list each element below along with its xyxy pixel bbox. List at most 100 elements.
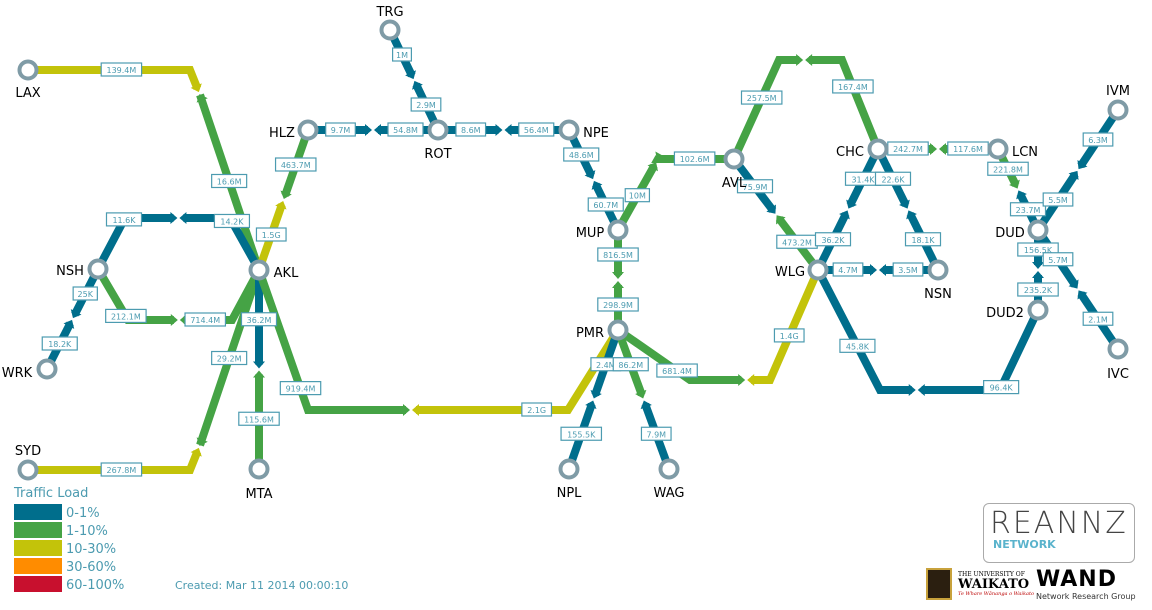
node-hlz[interactable]: HLZ xyxy=(269,119,319,142)
link-load-value: 11.6K xyxy=(112,216,136,225)
traffic-load-legend: Traffic Load 0-1% 1-10% 10-30% 30-60% 60… xyxy=(14,486,124,594)
link-label-box xyxy=(213,213,251,229)
node-ring-icon[interactable] xyxy=(1107,99,1129,121)
link-half-a[interactable] xyxy=(730,56,800,161)
node-label: LCN xyxy=(1012,145,1038,160)
node-ring-icon[interactable] xyxy=(1027,299,1049,321)
link-load-value: 463.7M xyxy=(281,161,311,170)
link-label-box xyxy=(839,338,876,353)
link-lcn-dud[interactable] xyxy=(994,147,1042,232)
link-load-label: 8.6M xyxy=(455,122,487,137)
link-half-a[interactable] xyxy=(814,268,912,394)
node-ring-icon[interactable] xyxy=(607,219,629,241)
node-ivm[interactable]: IVM xyxy=(1106,84,1130,121)
link-syd-akl[interactable] xyxy=(28,268,263,474)
link-half-b[interactable] xyxy=(809,56,882,151)
node-ring-icon[interactable] xyxy=(1107,338,1129,360)
link-half-a[interactable] xyxy=(615,326,742,384)
link-load-value: 221.8M xyxy=(993,165,1023,174)
link-label-box xyxy=(1082,311,1114,326)
node-ring-icon[interactable] xyxy=(17,459,39,481)
link-load-label: 54.8M xyxy=(387,122,424,137)
node-npl[interactable]: NPL xyxy=(557,458,583,502)
node-ring-icon[interactable] xyxy=(558,119,580,141)
link-load-value: 56.4M xyxy=(524,126,549,135)
node-ring-icon[interactable] xyxy=(17,59,39,81)
link-load-label: 919.4M xyxy=(279,381,322,396)
link-mup-pmr[interactable] xyxy=(612,230,624,330)
link-load-value: 36.2M xyxy=(247,316,272,325)
node-ring-icon[interactable] xyxy=(379,19,401,41)
link-load-value: 29.2M xyxy=(217,355,242,364)
node-ring-icon[interactable] xyxy=(427,119,449,141)
link-npe-mup[interactable] xyxy=(565,128,622,232)
legend-item: 1-10% xyxy=(14,522,124,540)
node-ivc[interactable]: IVC xyxy=(1107,338,1129,383)
link-half-a[interactable] xyxy=(28,450,202,474)
created-timestamp: Created: Mar 11 2014 00:00:10 xyxy=(175,579,349,592)
legend-label: 60-100% xyxy=(66,577,125,593)
node-syd[interactable]: SYD xyxy=(15,444,41,481)
node-chc[interactable]: CHC xyxy=(836,138,889,161)
node-mta[interactable]: MTA xyxy=(245,458,273,503)
link-load-label: 221.8M xyxy=(987,161,1029,176)
link-trg-rot[interactable] xyxy=(386,28,442,132)
link-dud-ivm[interactable] xyxy=(1034,107,1122,233)
node-ring-icon[interactable] xyxy=(297,119,319,141)
node-akl[interactable]: AKL xyxy=(248,259,300,282)
link-lax-akl[interactable] xyxy=(28,66,263,272)
link-chc-wlg[interactable] xyxy=(814,147,882,272)
node-mup[interactable]: MUP xyxy=(576,219,629,242)
link-pmr-wlg[interactable] xyxy=(615,268,822,386)
link-half-b[interactable] xyxy=(416,327,622,414)
link-avl-wlg[interactable] xyxy=(730,156,822,273)
link-akl-mta[interactable] xyxy=(253,270,265,469)
link-arrow-icon xyxy=(170,212,178,224)
node-avl[interactable]: AVL xyxy=(722,148,747,192)
node-wrk[interactable]: WRK xyxy=(2,358,58,382)
node-dud[interactable]: DUD xyxy=(995,219,1049,242)
node-ring-icon[interactable] xyxy=(607,319,629,341)
link-load-label: 212.1M xyxy=(105,308,147,324)
node-ring-icon[interactable] xyxy=(987,138,1009,160)
node-ring-icon[interactable] xyxy=(723,148,745,170)
node-ring-icon[interactable] xyxy=(558,458,580,480)
node-ring-icon[interactable] xyxy=(1027,219,1049,241)
link-load-value: 102.6M xyxy=(680,155,710,164)
node-ring-icon[interactable] xyxy=(248,458,270,480)
link-half-b[interactable] xyxy=(751,268,822,384)
node-wlg[interactable]: WLG xyxy=(775,259,829,281)
node-wag[interactable]: WAG xyxy=(654,458,685,502)
node-ring-icon[interactable] xyxy=(658,458,680,480)
link-chc-nsn[interactable] xyxy=(874,147,942,272)
node-lax[interactable]: LAX xyxy=(15,59,41,102)
node-ring-icon[interactable] xyxy=(36,358,58,380)
node-pmr[interactable]: PMR xyxy=(576,319,629,342)
link-label-box xyxy=(255,227,287,242)
link-half-b[interactable] xyxy=(921,308,1042,394)
node-trg[interactable]: TRG xyxy=(375,5,404,41)
link-nsh-wrk[interactable] xyxy=(43,267,102,371)
link-load-label: 60.7M xyxy=(587,197,624,212)
node-npe[interactable]: NPE xyxy=(558,119,609,142)
link-load-value: 22.6K xyxy=(881,175,905,184)
link-half-a[interactable] xyxy=(28,66,202,90)
node-nsh[interactable]: NSH xyxy=(56,258,109,280)
link-load-value: 4.7M xyxy=(838,266,858,275)
node-ring-icon[interactable] xyxy=(807,259,829,281)
node-nsn[interactable]: NSN xyxy=(924,259,952,303)
node-dud2[interactable]: DUD2 xyxy=(986,299,1049,322)
node-lcn[interactable]: LCN xyxy=(987,138,1039,161)
link-load-value: 155.5K xyxy=(567,430,596,439)
link-avl-chc[interactable] xyxy=(730,54,882,161)
link-arrow-icon xyxy=(906,210,917,220)
reannz-logo: REANNZ NETWORK xyxy=(983,503,1135,563)
node-ring-icon[interactable] xyxy=(248,259,270,281)
node-ring-icon[interactable] xyxy=(927,259,949,281)
link-hlz-akl[interactable] xyxy=(255,128,312,272)
node-ring-icon[interactable] xyxy=(87,258,109,280)
node-rot[interactable]: ROT xyxy=(424,119,452,163)
node-ring-icon[interactable] xyxy=(867,138,889,160)
link-label-box xyxy=(987,161,1029,176)
